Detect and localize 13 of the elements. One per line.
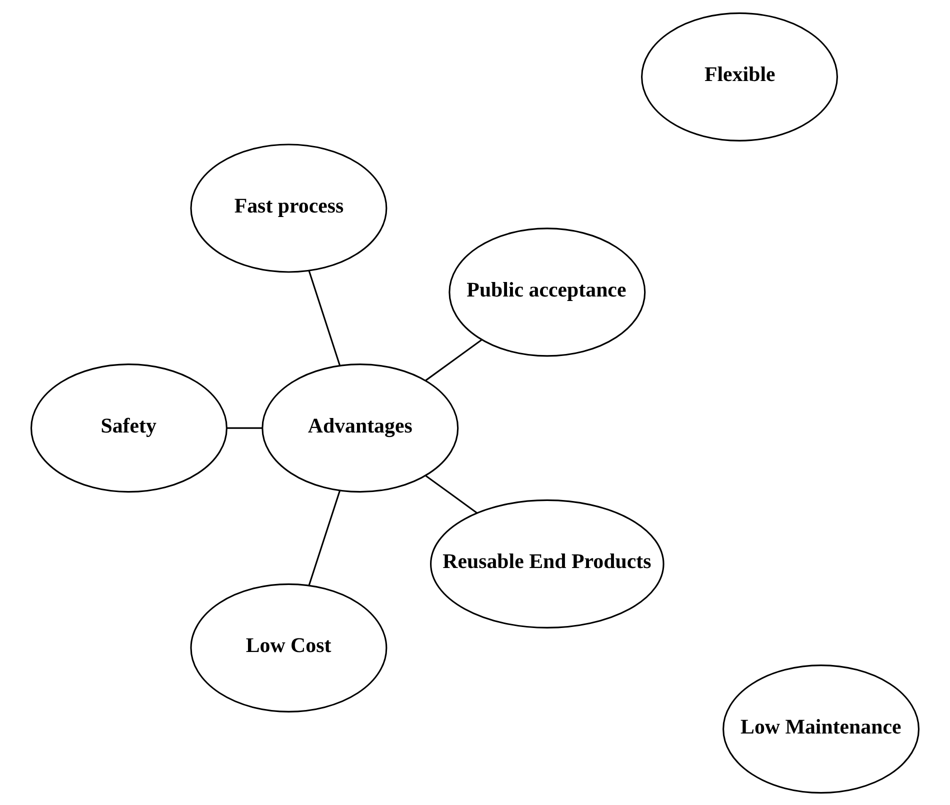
node-ellipse: Low Cost [190, 582, 388, 712]
connector [308, 490, 341, 586]
node-ellipse: Advantages [262, 363, 459, 492]
node-ellipse: Flexible [641, 12, 838, 141]
node-ellipse: Public acceptance [448, 227, 646, 356]
connector [308, 270, 341, 366]
connector [226, 426, 262, 428]
node-ellipse: Reusable End Products [430, 498, 664, 628]
node-ellipse: Fast process [190, 143, 388, 272]
connector [425, 338, 482, 381]
connector [425, 474, 478, 514]
node-ellipse: Safety [30, 363, 228, 492]
node-ellipse: Low Maintenance [722, 664, 920, 794]
